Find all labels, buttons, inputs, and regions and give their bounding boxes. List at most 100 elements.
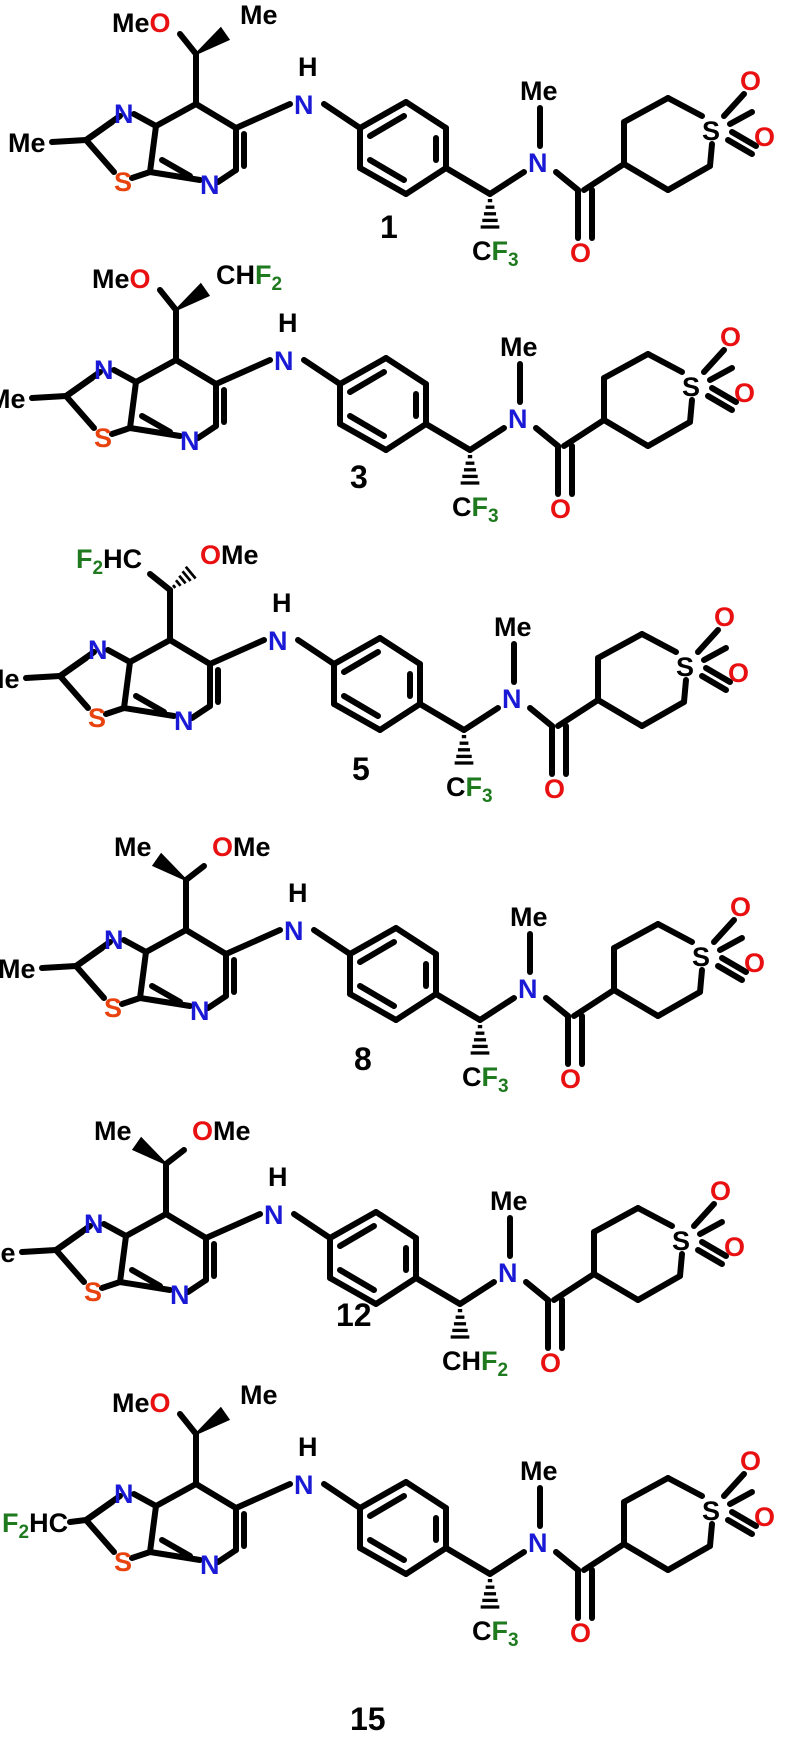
methyl-label: Me (0, 664, 20, 694)
haloalkyl-group: CF3 (452, 492, 499, 527)
amide-nitrogen: N (502, 684, 522, 714)
aniline-nitrogen: N (284, 916, 304, 946)
aniline-hydrogen: H (272, 588, 292, 618)
sulfone-oxygen-right: O (728, 658, 749, 688)
sulfone-oxygen-top: O (740, 1446, 761, 1476)
haloalkyl-group: CF3 (462, 1062, 509, 1097)
scaffold: N S N H N Me N O S O O (53, 1161, 745, 1378)
pyridine-nitrogen: N (170, 1280, 190, 1310)
carbonyl-oxygen: O (544, 774, 565, 804)
aniline-hydrogen: H (268, 1162, 288, 1192)
thiazole-sulfur: S (84, 1277, 102, 1307)
methyl-label: Me (8, 128, 46, 158)
amide-nitrogen: N (518, 974, 538, 1004)
amide-methyl: Me (490, 1186, 528, 1216)
thiazole-sulfur: S (114, 1547, 132, 1577)
compound-3: N S N H N Me N O S O O Me MeO CHF2 CF3 3 (0, 260, 755, 527)
sulfone-oxygen-right: O (724, 1232, 745, 1262)
methyl-label: Me (240, 0, 278, 30)
methyl-label: Me (0, 1238, 16, 1268)
scaffold: N S N H N Me N O S O O (83, 51, 775, 268)
amide-nitrogen: N (498, 1258, 518, 1288)
compound-number: 1 (380, 209, 398, 245)
haloalkyl-group: CF3 (472, 1616, 519, 1651)
carbonyl-oxygen: O (560, 1064, 581, 1094)
sulfone-oxygen-top: O (714, 602, 735, 632)
methyl-label: Me (114, 832, 152, 862)
pyridine-nitrogen: N (180, 426, 200, 456)
compound-8: N S N H N Me N O S O O Me Me OMe CF3 8 (0, 832, 765, 1097)
thiazole-nitrogen: N (114, 1479, 134, 1509)
methyl-label: Me (94, 1116, 132, 1146)
amide-nitrogen: N (528, 1528, 548, 1558)
thiazole-nitrogen: N (84, 1209, 104, 1239)
sulfone-oxygen-top: O (720, 322, 741, 352)
compound-15: N S N H N Me N O S O O F2HC MeO Me CF3 1… (2, 1380, 775, 1737)
amide-methyl: Me (494, 612, 532, 642)
sulfone-sulfur: S (682, 372, 700, 402)
pyridine-nitrogen: N (200, 170, 220, 200)
sulfone-sulfur: S (702, 116, 720, 146)
aniline-nitrogen: N (274, 346, 294, 376)
sulfone-oxygen-right: O (744, 948, 765, 978)
sulfone-oxygen-right: O (754, 122, 775, 152)
sulfone-oxygen-right: O (754, 1502, 775, 1532)
aniline-hydrogen: H (288, 878, 308, 908)
compound-number: 8 (354, 1041, 372, 1077)
compound-number: 15 (350, 1701, 386, 1737)
thiazole-nitrogen: N (94, 355, 114, 385)
difluoromethyl-label: F2HC (76, 544, 142, 579)
amide-nitrogen: N (508, 404, 528, 434)
sulfone-oxygen-top: O (710, 1176, 731, 1206)
sulfone-oxygen-top: O (740, 66, 761, 96)
pyridine-nitrogen: N (174, 706, 194, 736)
methyl-label: Me (0, 384, 26, 414)
aniline-hydrogen: H (298, 1432, 318, 1462)
thiazole-nitrogen: N (88, 635, 108, 665)
sulfone-sulfur: S (692, 942, 710, 972)
aniline-nitrogen: N (294, 1470, 314, 1500)
aniline-hydrogen: H (298, 52, 318, 82)
thiazole-nitrogen: N (114, 99, 134, 129)
aniline-nitrogen: N (294, 90, 314, 120)
compound-12: N S N H N Me N O S O O Me Me OMe CHF2 12 (0, 1116, 745, 1381)
difluoromethyl-label: CHF2 (216, 260, 282, 295)
compound-number: 12 (336, 1297, 372, 1333)
scaffold: N S N H N Me N O S O O (57, 587, 749, 804)
compound-number: 3 (350, 459, 368, 495)
methoxy-label: OMe (212, 832, 271, 862)
pyridine-nitrogen: N (190, 996, 210, 1026)
carbonyl-oxygen: O (570, 238, 591, 268)
carbonyl-oxygen: O (570, 1618, 591, 1648)
amide-methyl: Me (500, 332, 538, 362)
sulfone-oxygen-right: O (734, 378, 755, 408)
methoxy-label: MeO (112, 1388, 171, 1418)
thiazole-sulfur: S (94, 423, 112, 453)
amide-nitrogen: N (528, 148, 548, 178)
scaffold: N S N H N Me N O S O O (63, 307, 755, 524)
haloalkyl-group: CF3 (472, 236, 519, 271)
difluoromethyl-label: F2HC (2, 1508, 68, 1543)
thiazole-sulfur: S (114, 167, 132, 197)
amide-methyl: Me (510, 902, 548, 932)
sulfone-sulfur: S (672, 1226, 690, 1256)
methoxy-label: OMe (192, 1116, 251, 1146)
methoxy-label: OMe (200, 540, 259, 570)
thiazole-sulfur: S (88, 703, 106, 733)
carbonyl-oxygen: O (540, 1348, 561, 1378)
methyl-label: Me (240, 1380, 278, 1410)
haloalkyl-group: CF3 (446, 772, 493, 807)
compound-5: N S N H N Me N O S O O Me F2HC OMe CF3 5 (0, 540, 749, 807)
methoxy-label: MeO (92, 264, 151, 294)
pyridine-nitrogen: N (200, 1550, 220, 1580)
aniline-hydrogen: H (278, 308, 298, 338)
scaffold: N S N H N Me N O S O O (73, 877, 765, 1094)
scaffold: N S N H N Me N O S O O (83, 1431, 775, 1648)
aniline-nitrogen: N (268, 626, 288, 656)
haloalkyl-group: CHF2 (442, 1346, 508, 1381)
carbonyl-oxygen: O (550, 494, 571, 524)
methyl-label: Me (0, 954, 36, 984)
aniline-nitrogen: N (264, 1200, 284, 1230)
amide-methyl: Me (520, 1456, 558, 1486)
